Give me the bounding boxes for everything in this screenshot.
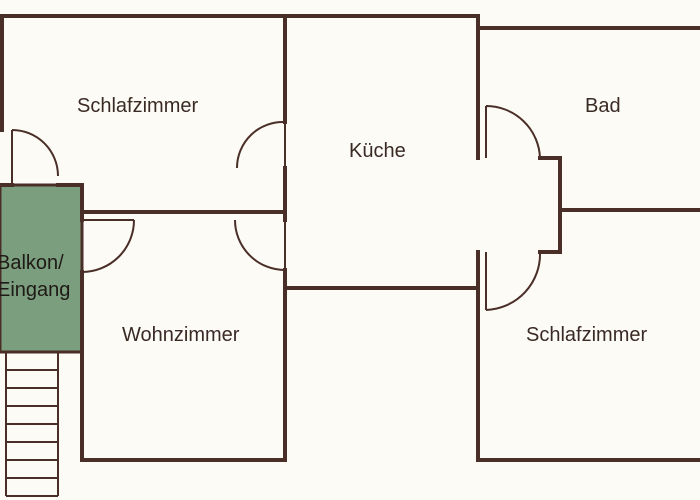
doors bbox=[11, 105, 542, 311]
room-label-balkon: Balkon/ Eingang bbox=[0, 250, 87, 304]
walls bbox=[0, 14, 700, 462]
room-label-wohnzimmer: Wohnzimmer bbox=[122, 324, 240, 346]
door-schlafzimmer-kueche bbox=[235, 120, 286, 169]
balkon-label-line1: Balkon/ bbox=[0, 252, 64, 274]
door-schlafzimmer-balkon bbox=[11, 129, 59, 185]
door-wohnzimmer-balkon bbox=[81, 219, 135, 273]
room-label-schlafzimmer-top: Schlafzimmer bbox=[77, 95, 199, 117]
balkon-label-line2: Eingang bbox=[0, 279, 71, 301]
door-bad bbox=[485, 105, 541, 159]
door-kueche-wohnzimmer bbox=[234, 219, 286, 271]
room-label-bad: Bad bbox=[585, 95, 621, 117]
door-schlafzimmer-rechts bbox=[485, 251, 542, 311]
staircase bbox=[5, 352, 59, 497]
balkon-area bbox=[0, 183, 84, 354]
room-label-schlafzimmer-bottom: Schlafzimmer bbox=[526, 324, 648, 346]
room-label-kueche: Küche bbox=[349, 140, 406, 162]
